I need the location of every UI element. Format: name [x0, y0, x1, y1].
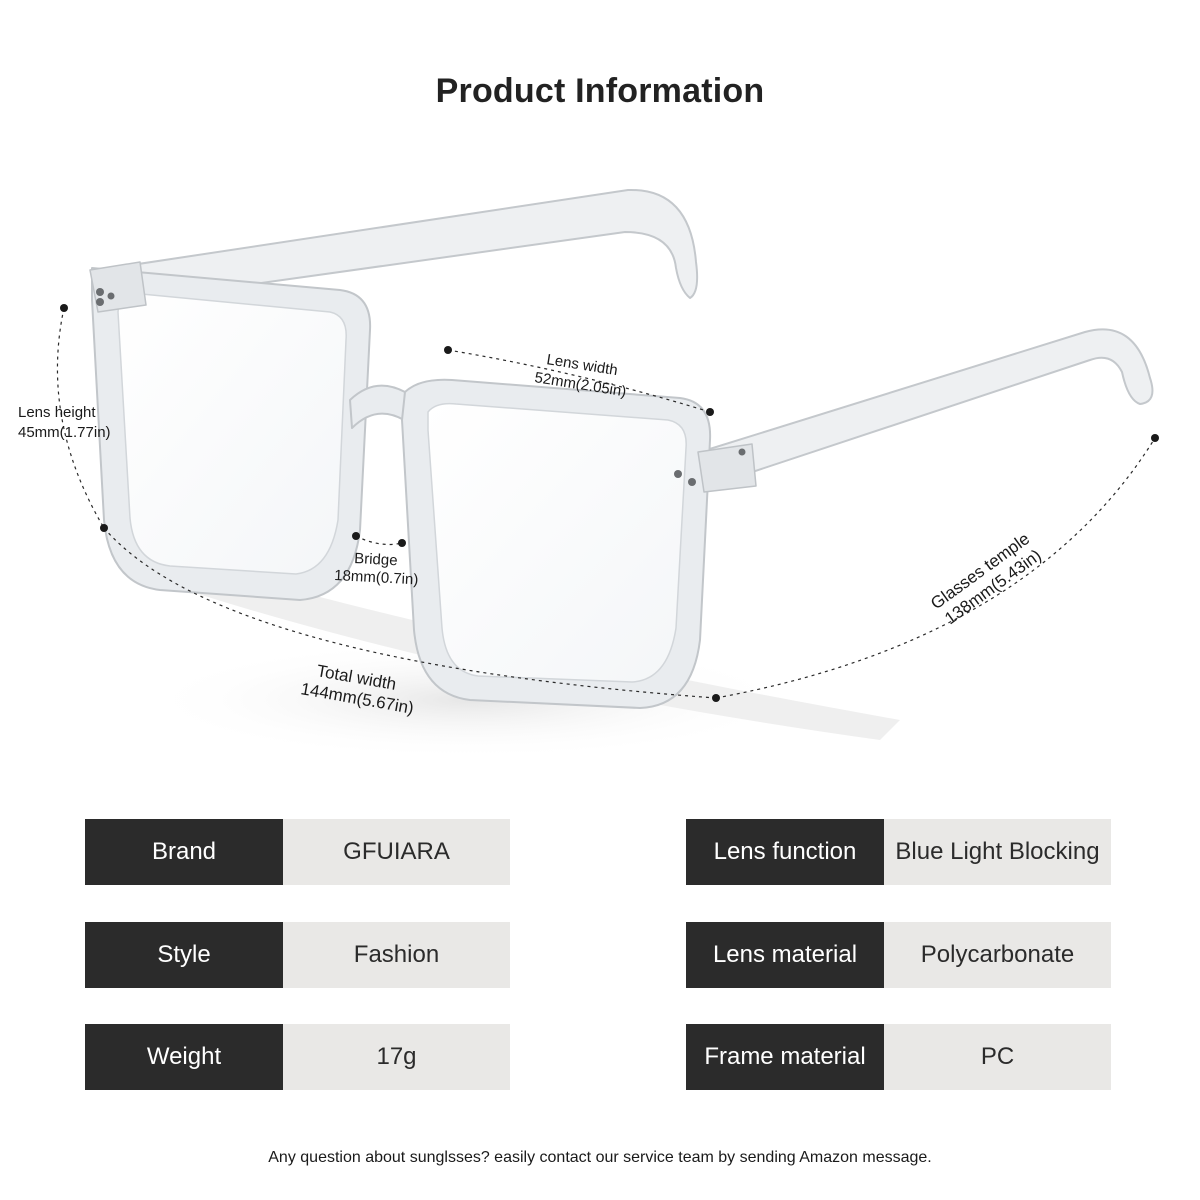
- spec-value: Blue Light Blocking: [884, 819, 1111, 885]
- spec-key: Brand: [85, 819, 283, 885]
- spec-key: Style: [85, 922, 283, 988]
- spec-key: Lens material: [686, 922, 884, 988]
- spec-key: Weight: [85, 1024, 283, 1090]
- lens-height-value: 45mm(1.77in): [18, 424, 111, 441]
- dimension-dots: [60, 304, 1159, 702]
- spec-key: Frame material: [686, 1024, 884, 1090]
- spec-value: GFUIARA: [283, 819, 510, 885]
- spec-row-weight: Weight 17g: [85, 1024, 510, 1090]
- footer-note: Any question about sunglsses? easily con…: [268, 1149, 932, 1166]
- spec-key: Lens function: [686, 819, 884, 885]
- bridge-label: Bridge: [354, 550, 398, 569]
- bridge-guide: [355, 535, 403, 546]
- spec-value: Polycarbonate: [884, 922, 1111, 988]
- spec-value: 17g: [283, 1024, 510, 1090]
- spec-value: Fashion: [283, 922, 510, 988]
- spec-row-brand: Brand GFUIARA: [85, 819, 510, 885]
- bridge-value: 18mm(0.7in): [334, 567, 419, 588]
- lens-width-guide: [447, 349, 711, 413]
- glasses-frame: [89, 188, 1154, 709]
- spec-row-lens-function: Lens function Blue Light Blocking: [686, 819, 1111, 885]
- glasses-illustration: Lens height 45mm(1.77in) Lens width 52mm…: [18, 188, 1159, 760]
- spec-row-style: Style Fashion: [85, 922, 510, 988]
- lens-height-guide: [56, 307, 105, 529]
- page-title: Product Information: [435, 72, 765, 110]
- lens-height-label: Lens height: [18, 404, 96, 421]
- spec-row-frame-material: Frame material PC: [686, 1024, 1111, 1090]
- spec-value: PC: [884, 1024, 1111, 1090]
- temple-guide: [715, 437, 1156, 699]
- spec-row-lens-material: Lens material Polycarbonate: [686, 922, 1111, 988]
- total-width-guide: [103, 527, 717, 699]
